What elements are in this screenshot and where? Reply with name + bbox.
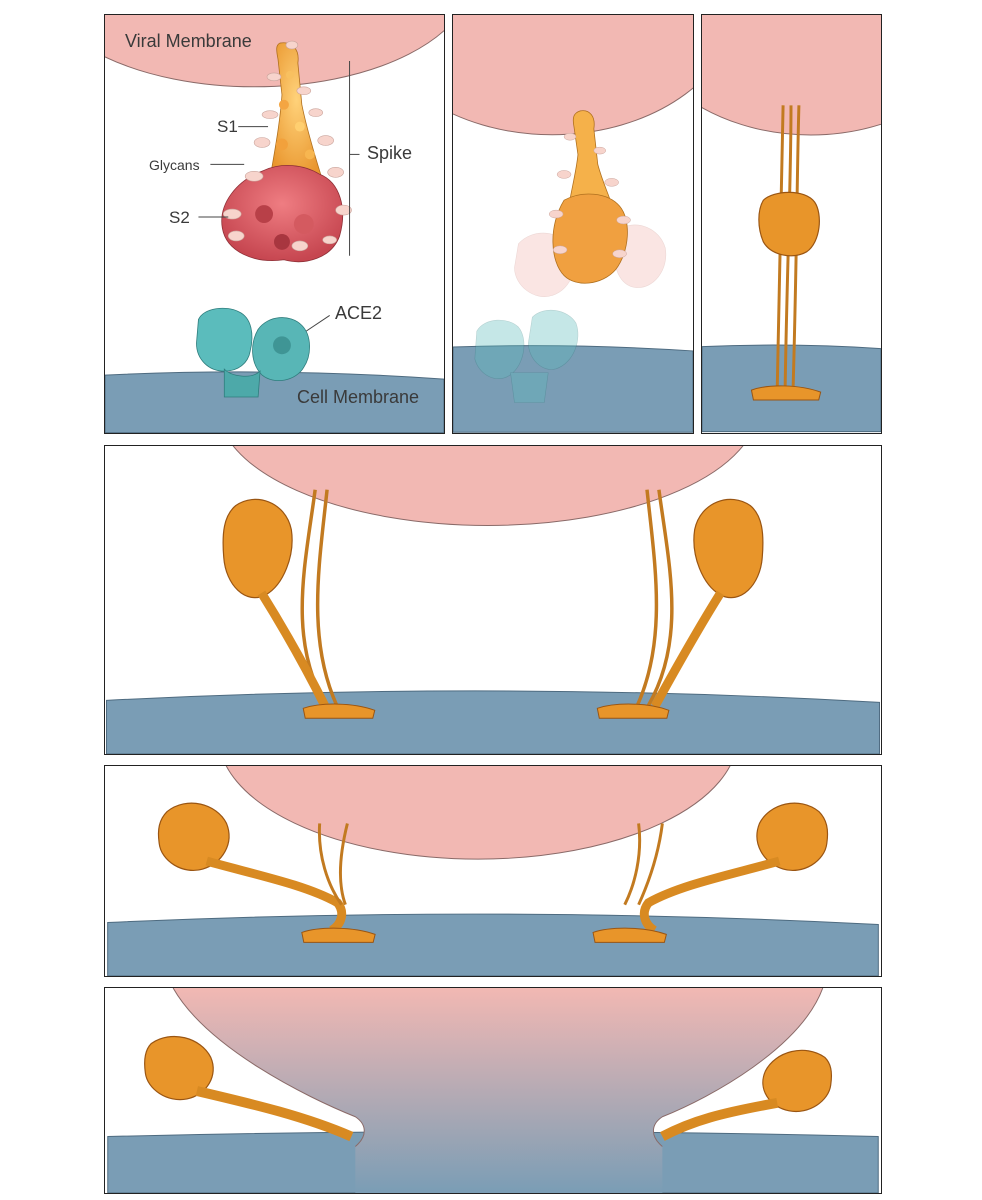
cell-membrane (106, 690, 880, 754)
spike-protein (221, 40, 352, 263)
viral-membrane (702, 15, 881, 136)
cell-membrane (105, 371, 444, 433)
cell-membrane (107, 913, 879, 976)
glycans-cluster (223, 40, 352, 252)
viral-membrane (105, 15, 444, 88)
fusion-protein-right (592, 802, 829, 943)
panel-prefusion-art (105, 15, 444, 433)
panel-extended-intermediate (701, 14, 882, 434)
fusion-protein-left (144, 1035, 354, 1142)
spike-protein (548, 110, 631, 284)
label-s1: S1 (217, 117, 238, 136)
ace2-leader (305, 315, 330, 332)
panel-prefusion: Viral Membrane S1 Glycans S2 Spike ACE2 … (104, 14, 445, 434)
fusion-protein-right (660, 1049, 833, 1141)
label-glycans: Glycans (149, 157, 200, 173)
panel-extended-intermediate-art (702, 15, 881, 433)
ace2-receptor (196, 307, 310, 398)
viral-membrane (453, 15, 693, 136)
cell-membrane (453, 345, 693, 433)
fusion-protein-right (596, 489, 764, 719)
pore-edge-right (652, 988, 824, 1147)
panel-membrane-approach-art (107, 766, 879, 976)
label-s2: S2 (169, 208, 190, 227)
label-ace2: ACE2 (335, 303, 383, 323)
fusion-protein-left (222, 489, 376, 719)
label-viral-membrane: Viral Membrane (125, 31, 252, 51)
panel-hairpin-folding-art (106, 446, 880, 754)
panel-s1-shedding (452, 14, 694, 434)
fusion-core (758, 191, 820, 257)
viral-membrane (232, 446, 744, 526)
merged-membranes (173, 988, 823, 1193)
label-cell-membrane: Cell Membrane (297, 387, 420, 407)
fusion-anchor (750, 385, 822, 401)
label-spike: Spike (367, 143, 413, 163)
panel-fusion-pore-art (107, 988, 879, 1193)
panel-hairpin-folding (104, 445, 882, 755)
panel-s1-shedding-art (453, 15, 693, 433)
pore-edge-left (172, 988, 365, 1147)
faded-ace2 (474, 309, 579, 403)
panel-membrane-approach (104, 765, 882, 977)
panel-fusion-pore (104, 987, 882, 1194)
viral-membrane (225, 766, 731, 860)
fusion-protein-left (157, 802, 376, 943)
